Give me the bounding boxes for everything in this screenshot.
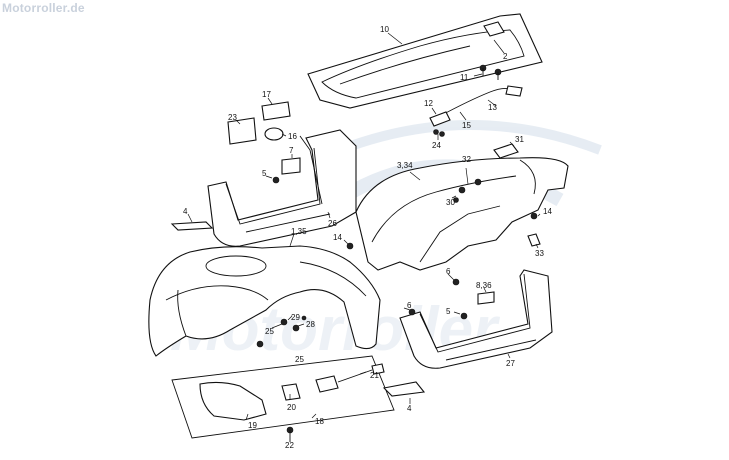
rear-bracket-part xyxy=(493,143,519,159)
callout-16: 16 xyxy=(288,132,297,141)
callout-15: 15 xyxy=(462,121,471,130)
callout-1-35: 1,35 xyxy=(291,227,307,236)
screw-5-upper xyxy=(272,176,280,184)
callout-6-lower: 6 xyxy=(407,301,412,310)
callout-11: 11 xyxy=(460,73,469,82)
center-screw xyxy=(346,242,354,250)
callout-14-center: 14 xyxy=(333,233,342,242)
callout-25-lower: 25 xyxy=(295,355,304,364)
callout-32: 32 xyxy=(462,155,471,164)
decal-lower xyxy=(382,381,426,397)
callout-21: 21 xyxy=(370,371,379,380)
rear-footrest-part xyxy=(399,269,553,369)
callout-5-upper: 5 xyxy=(262,169,267,178)
callout-20: 20 xyxy=(287,403,296,412)
light-assembly xyxy=(171,355,395,439)
front-fender-part xyxy=(148,245,381,357)
rear-right-fasteners xyxy=(527,212,541,247)
callout-24: 24 xyxy=(432,141,441,150)
callout-6-upper: 6 xyxy=(446,267,451,276)
callout-10: 10 xyxy=(380,25,389,34)
label-plates xyxy=(227,101,301,175)
callout-12: 12 xyxy=(424,99,433,108)
callout-25-upper: 25 xyxy=(265,327,274,336)
rear-fasteners xyxy=(408,278,495,320)
callout-3-34: 3,34 xyxy=(397,161,413,170)
callout-8-36: 8,36 xyxy=(476,281,492,290)
decal-upper xyxy=(170,221,214,231)
callout-5-lower: 5 xyxy=(446,307,451,316)
callout-13: 13 xyxy=(488,103,497,112)
site-watermark-label: Motorroller.de xyxy=(2,1,85,15)
callout-31: 31 xyxy=(515,135,524,144)
rear-fender-part xyxy=(355,157,569,271)
callout-4-upper: 4 xyxy=(183,207,188,216)
callout-14-right: 14 xyxy=(543,207,552,216)
callout-23: 23 xyxy=(228,113,237,122)
callout-18: 18 xyxy=(315,417,324,426)
callout-33: 33 xyxy=(535,249,544,258)
seat-part xyxy=(307,13,543,109)
seat-lock-cable xyxy=(429,85,523,137)
callout-4-lower: 4 xyxy=(407,404,412,413)
front-fasteners xyxy=(256,315,307,348)
callout-26: 26 xyxy=(328,219,337,228)
callout-17: 17 xyxy=(262,90,271,99)
screw-22 xyxy=(286,426,294,442)
callout-19: 19 xyxy=(248,421,257,430)
callout-29: 29 xyxy=(291,313,300,322)
callout-2: 2 xyxy=(503,52,508,61)
callout-27: 27 xyxy=(506,359,515,368)
callout-22: 22 xyxy=(285,441,294,450)
callout-28: 28 xyxy=(306,320,315,329)
callout-30: 30 xyxy=(446,198,455,207)
callout-7: 7 xyxy=(289,146,294,155)
front-footrest-part xyxy=(207,129,357,247)
seat-fasteners xyxy=(479,64,502,80)
